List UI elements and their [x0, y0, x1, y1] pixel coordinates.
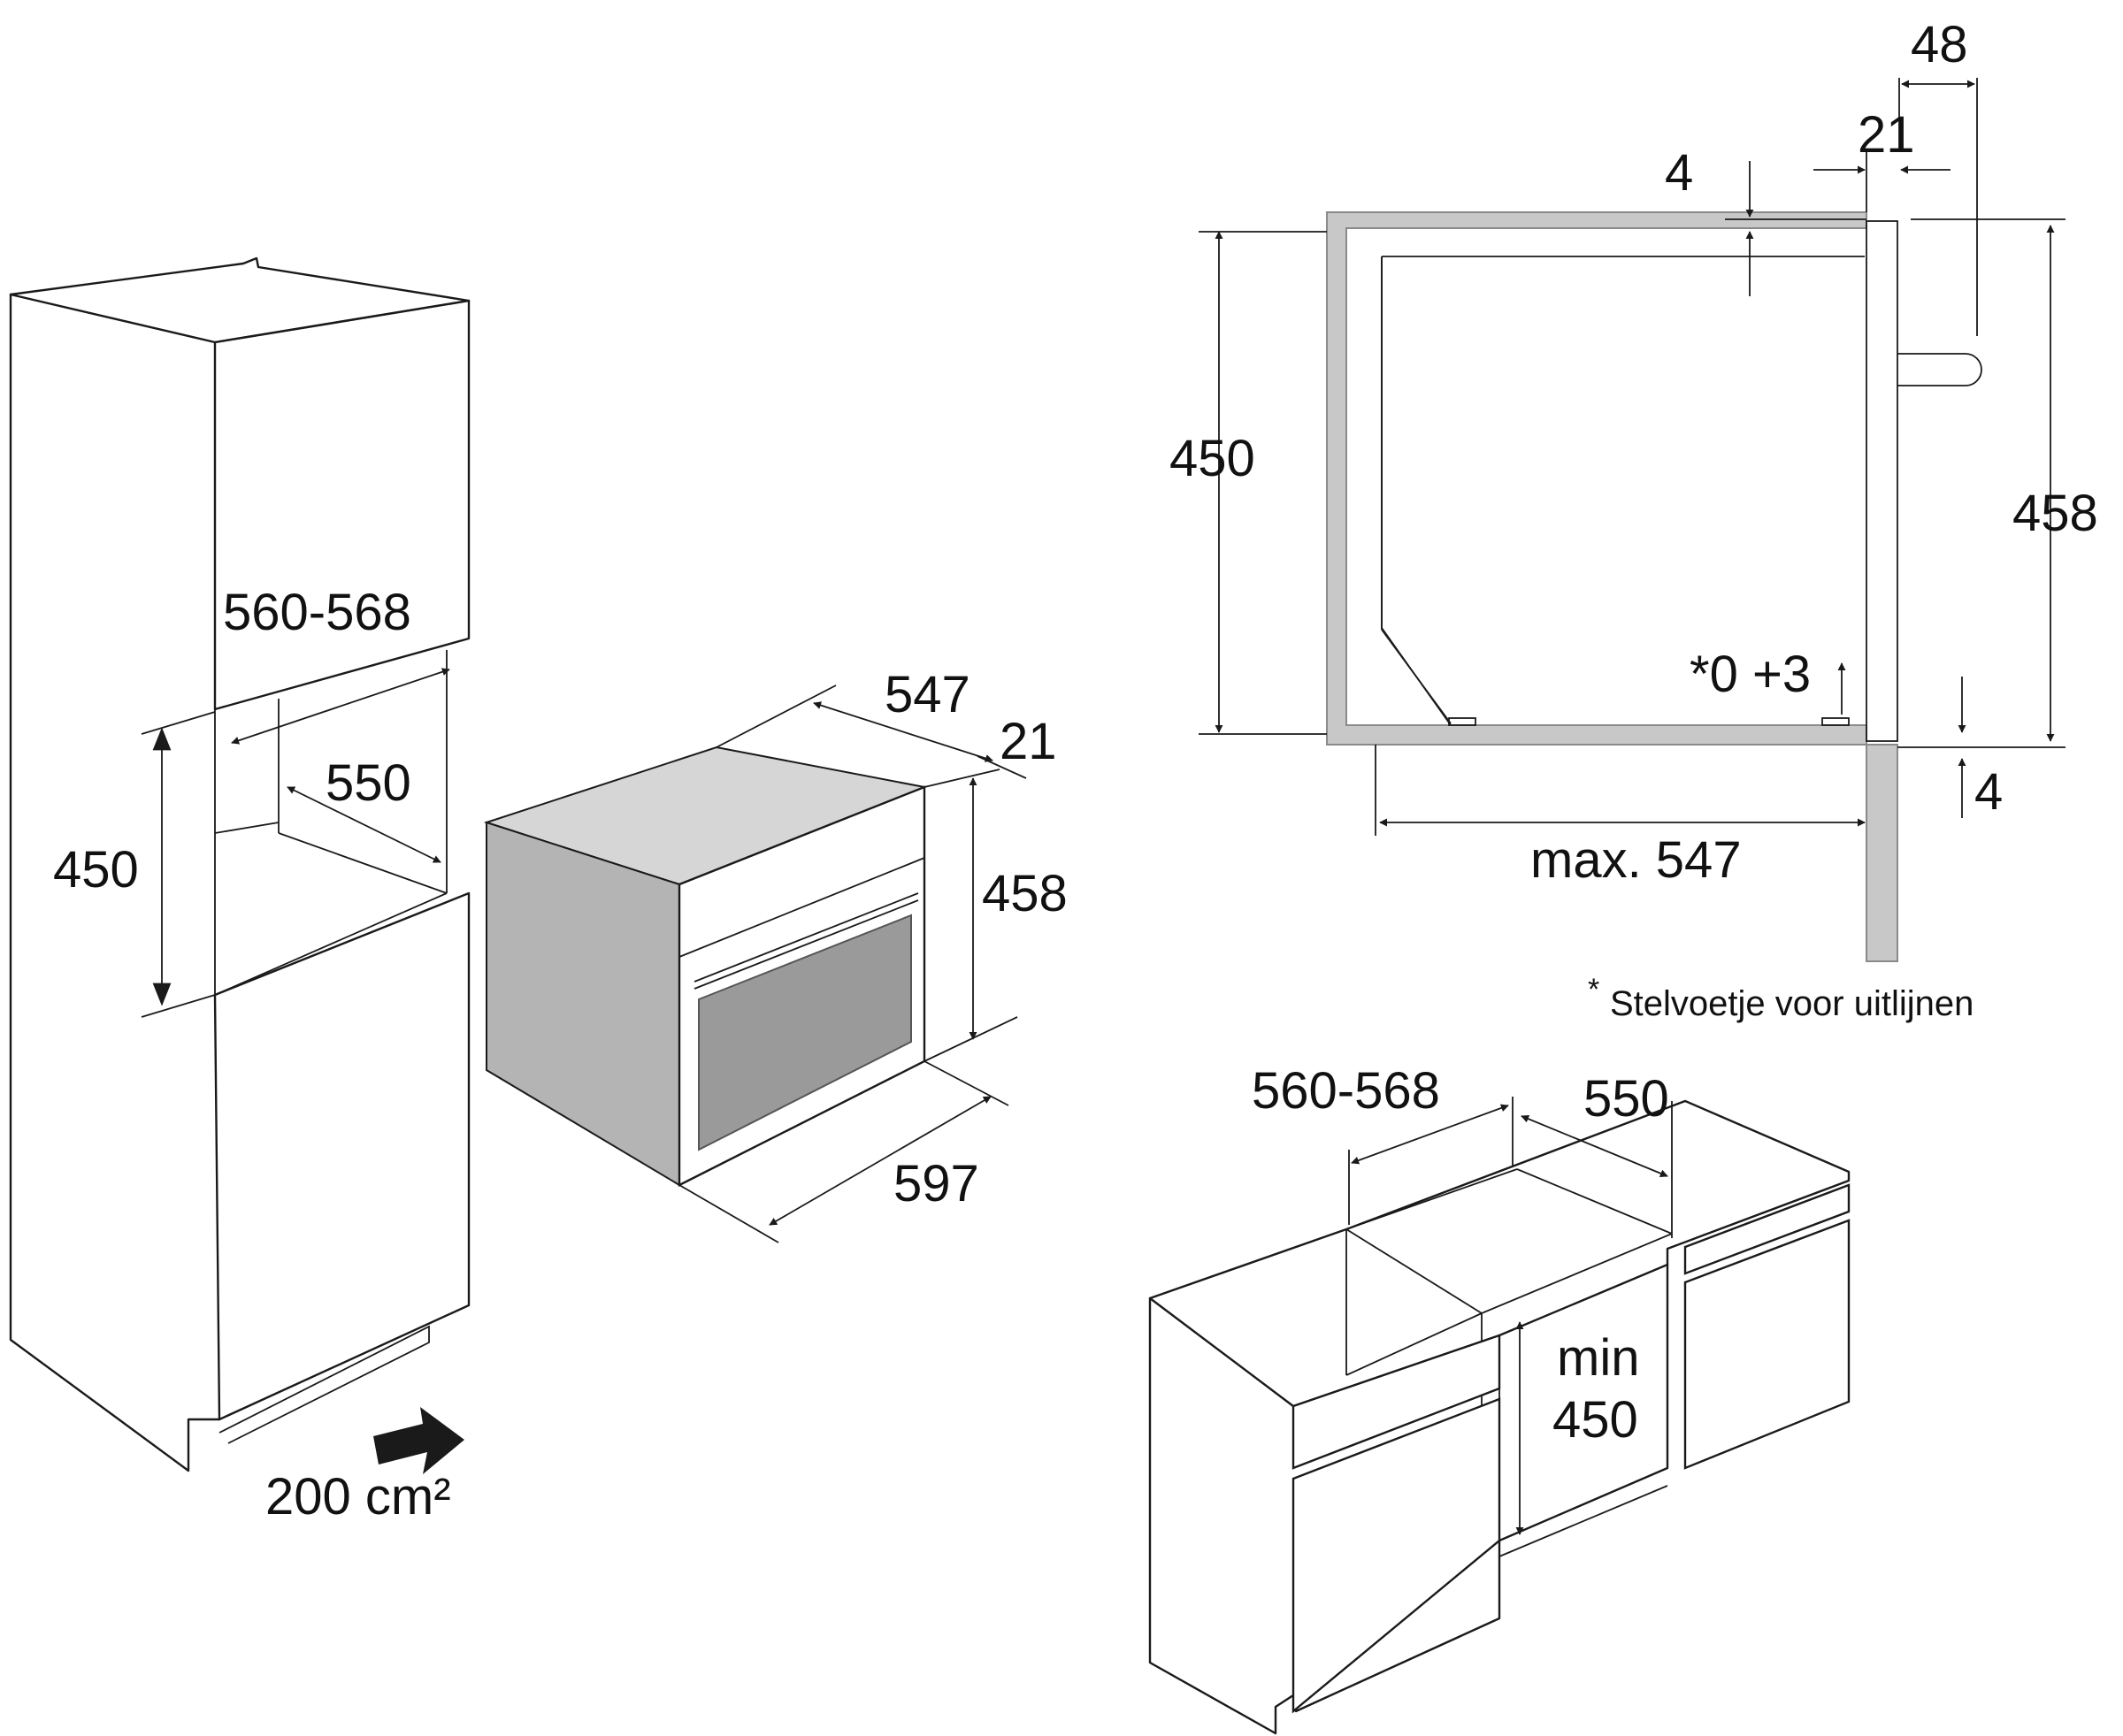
dim-extension-top [141, 711, 216, 735]
dim-under-width-line [1351, 1104, 1509, 1165]
under-drawer [1291, 1334, 1501, 1470]
door-thickness-label: 21 [1858, 106, 1915, 164]
under-drawer-right [1683, 1183, 1851, 1275]
bottom-gap-label: 4 [1974, 763, 2003, 821]
tall-niche-height-label: 450 [53, 841, 139, 899]
oven-window [698, 914, 912, 1151]
section-line-diag [1381, 629, 1452, 724]
ventilation-arrow-icon [373, 1407, 464, 1474]
cabinet-side-panel [9, 293, 221, 1472]
dim-niche-depth-line [287, 786, 441, 863]
under-door-right [1683, 1219, 1851, 1470]
foot-adjust-label: *0 +3 [1690, 646, 1811, 703]
dim-oven-depth-ext1 [716, 684, 837, 748]
cabinet-upper-door [213, 299, 471, 711]
dim-oven-height-ext2 [924, 1016, 1018, 1062]
under-min-label: min [1557, 1329, 1639, 1387]
tall-cabinet: 560-568 550 450 200 cm² [9, 256, 471, 1526]
under-cabinet: 560-568 550 min 450 [1148, 1062, 1851, 1735]
dim-oven-height-ext1 [924, 769, 1000, 788]
tall-niche-width-label: 560-568 [223, 584, 411, 641]
footnote-text: Stelvoetje voor uitlijnen [1610, 984, 1974, 1023]
cabinet-plinth [218, 1325, 430, 1444]
oven-control-panel [678, 857, 925, 958]
section-front-panel [1866, 744, 1898, 962]
max-depth-label: max. 547 [1530, 831, 1742, 889]
under-min-height-label: 450 [1552, 1391, 1638, 1449]
oven-handle [694, 892, 919, 990]
under-niche-depth-label: 550 [1583, 1070, 1669, 1128]
oven-width-label: 597 [893, 1155, 979, 1212]
footnote-star: * [1588, 973, 1599, 1006]
section-oven-handle [1897, 353, 1982, 386]
section-foot-right [1821, 717, 1850, 726]
dim-niche-width-line [231, 668, 450, 745]
side-section: 450 458 48 21 4 *0 +3 4 max. 547 * Stelv… [1169, 16, 2098, 1023]
dim-oven-door-line [977, 755, 1027, 779]
under-cabinet-top-edge [1148, 1296, 1295, 1408]
offset-label: 48 [1911, 16, 1968, 73]
oven-door-label: 21 [1000, 713, 1057, 770]
section-foot-left [1448, 717, 1476, 726]
tall-niche-depth-label: 550 [326, 754, 411, 812]
inner-height-label: 450 [1169, 430, 1255, 487]
dim-under-depth-line [1521, 1114, 1668, 1178]
cabinet-lower-door [213, 891, 471, 1421]
dim-oven-width-ext2 [924, 1060, 1009, 1106]
under-plinth [1498, 1485, 1668, 1557]
oven-depth-label: 547 [885, 666, 970, 723]
dim-oven-width-ext1 [678, 1184, 779, 1243]
cabinet-top [9, 256, 471, 344]
ventilation-label: 200 cm² [265, 1468, 451, 1526]
niche-outline [214, 650, 448, 996]
under-door-left [1291, 1397, 1501, 1714]
dim-extension-bottom [141, 994, 216, 1018]
outer-height-label: 458 [2012, 485, 2098, 542]
oven-drawing: 547 21 458 597 [483, 666, 1068, 1243]
top-gap-label: 4 [1665, 144, 1693, 202]
oven-side [486, 821, 680, 1187]
dim-oven-width-line [769, 1096, 992, 1226]
section-oven-door [1866, 220, 1898, 742]
section-cabinet-wall [1326, 211, 1867, 746]
under-niche-width-label: 560-568 [1252, 1062, 1440, 1120]
oven-height-label: 458 [982, 865, 1068, 922]
dim-oven-depth-line [813, 701, 993, 762]
